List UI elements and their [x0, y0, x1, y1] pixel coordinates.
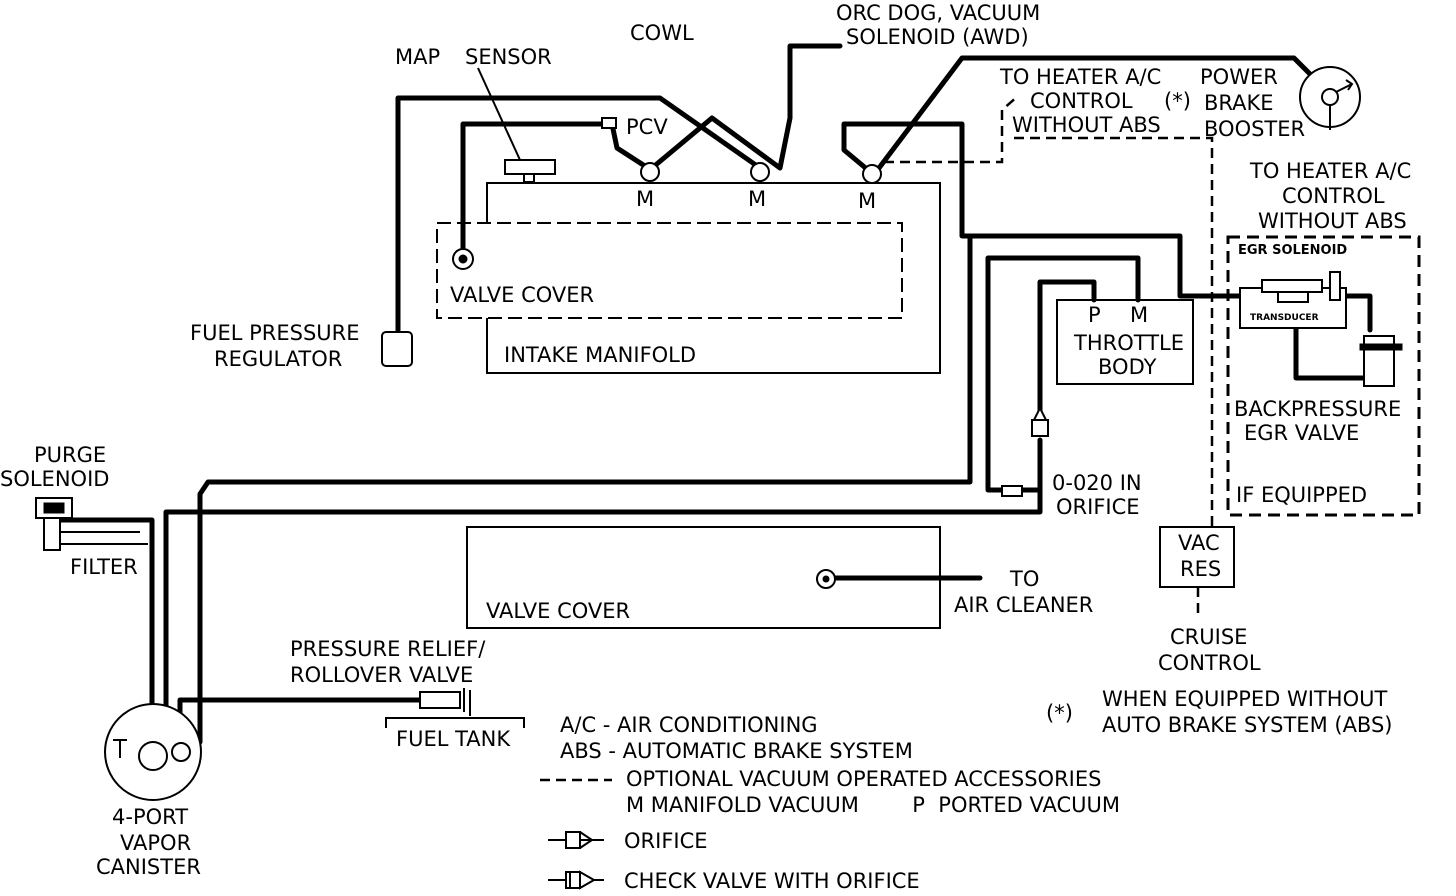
label-m-port-2: M [748, 187, 766, 211]
orifice-part [1001, 485, 1023, 497]
label-map-sensor-2: SENSOR [465, 45, 552, 69]
label-vac-res-2: RES [1180, 557, 1221, 581]
hose-purge-canister [57, 517, 155, 745]
label-valve-cover-top: VALVE COVER [450, 283, 594, 307]
label-to-heater-top-2: CONTROL [1030, 89, 1133, 113]
label-throttle-1: THROTTLE [1073, 331, 1184, 355]
legend-check-valve-icon [548, 870, 604, 890]
label-fuel-pressure-2: REGULATOR [214, 347, 342, 371]
legend-check-valve: CHECK VALVE WITH ORIFICE [624, 869, 920, 893]
rollover-valve-part [419, 691, 461, 709]
label-to-air-2: AIR CLEANER [954, 593, 1093, 617]
label-orc-dog-1: ORC DOG, VACUUM [836, 1, 1040, 25]
label-power-brake-2: BRAKE [1204, 91, 1274, 115]
label-intake-manifold: INTAKE MANIFOLD [504, 343, 696, 367]
label-relief-2: ROLLOVER VALVE [290, 663, 473, 687]
fuel-tank-line [385, 717, 525, 728]
label-cruise-2: CONTROL [1158, 651, 1261, 675]
hose-fuel-pressure-regulator [395, 95, 763, 335]
label-orifice-1: 0-020 IN [1052, 471, 1142, 495]
label-relief-1: PRESSURE RELIEF/ [290, 637, 486, 661]
hose-brake-booster [873, 55, 1319, 175]
map-sensor-leader [477, 67, 521, 161]
label-filter: FILTER [70, 555, 138, 579]
hose-purge-upper [197, 233, 973, 745]
label-to-heater-right-1: TO HEATER A/C [1249, 159, 1411, 183]
legend-vacuum-types: M MANIFOLD VACUUM P PORTED VACUUM [626, 793, 1120, 817]
legend-abs: ABS - AUTOMATIC BRAKE SYSTEM [560, 739, 913, 763]
label-star-top: (*) [1164, 89, 1191, 113]
label-orc-dog-2: SOLENOID (AWD) [846, 25, 1029, 49]
legend-dashed: OPTIONAL VACUUM OPERATED ACCESSORIES [626, 767, 1101, 791]
legend-orifice-icon [548, 831, 604, 849]
map-sensor-part [504, 159, 556, 175]
label-canister-3: CANISTER [96, 855, 201, 879]
hose-filter [60, 531, 148, 545]
label-to-heater-top-3: WITHOUT ABS [1012, 113, 1161, 137]
label-vac-res-1: VAC [1178, 531, 1220, 555]
check-valve-part [1031, 405, 1049, 437]
label-fuel-pressure-1: FUEL PRESSURE [190, 321, 360, 345]
legend-orifice: ORIFICE [624, 829, 708, 853]
m-port-3-icon [862, 164, 882, 184]
dashed-heater-top [884, 95, 1019, 164]
m-port-1-icon [640, 162, 660, 182]
label-to-heater-top-1: TO HEATER A/C [999, 65, 1161, 89]
hose-throttle-p [1037, 279, 1097, 423]
label-to-air-1: TO [1009, 567, 1039, 591]
label-backpressure-2: EGR VALVE [1244, 421, 1359, 445]
hose-egr-transducer [1293, 293, 1379, 381]
hose-pcv [609, 121, 651, 171]
m-port-2-icon [750, 162, 770, 182]
label-power-brake-3: BOOSTER [1204, 117, 1305, 141]
egr-dashed-box [1226, 235, 1421, 517]
legend-star-note-1: WHEN EQUIPPED WITHOUT [1102, 687, 1387, 711]
valve-cover-top-box [436, 222, 903, 319]
label-canister-1: 4-PORT [112, 805, 188, 829]
label-cowl: COWL [630, 21, 694, 45]
label-throttle-m: M [1130, 303, 1148, 327]
label-m-port-3: M [858, 189, 876, 213]
hose-map-sensor [460, 121, 613, 261]
hose-canister-rollover [177, 697, 423, 745]
pcv-valve-part [601, 117, 617, 129]
label-pcv: PCV [626, 115, 668, 139]
dashed-cruise [1014, 136, 1214, 618]
label-m-port-1: M [636, 187, 654, 211]
filter-part [43, 517, 61, 551]
label-if-equipped: IF EQUIPPED [1236, 483, 1367, 507]
label-orifice-2: ORIFICE [1056, 495, 1140, 519]
legend-ac: A/C - AIR CONDITIONING [560, 713, 818, 737]
hose-m3-loop [841, 121, 1265, 299]
label-valve-cover-bottom: VALVE COVER [486, 599, 630, 623]
hose-orc-dog [649, 43, 843, 171]
fuel-pressure-regulator-part [381, 331, 413, 367]
label-to-heater-right-2: CONTROL [1282, 184, 1385, 208]
label-throttle-p: P [1088, 303, 1101, 327]
label-backpressure-1: BACKPRESSURE [1234, 397, 1401, 421]
throttle-body-box [1056, 299, 1194, 385]
label-power-brake-1: POWER [1200, 65, 1278, 89]
label-fuel-tank: FUEL TANK [396, 727, 511, 751]
label-canister-2: VAPOR [120, 831, 191, 855]
label-purge-1: PURGE [34, 443, 106, 467]
label-cruise-1: CRUISE [1170, 625, 1247, 649]
hose-orifice-purge [163, 437, 1043, 745]
legend-star-note-2: AUTO BRAKE SYSTEM (ABS) [1102, 713, 1393, 737]
label-transducer: TRANSDUCER [1250, 313, 1319, 323]
label-to-heater-right-3: WITHOUT ABS [1258, 209, 1407, 233]
label-purge-2: SOLENOID [0, 467, 109, 491]
label-egr-solenoid: EGR SOLENOID [1238, 243, 1347, 258]
legend-star-mark: (*) [1046, 701, 1073, 725]
label-map-sensor-1: MAP [395, 45, 440, 69]
label-throttle-2: BODY [1098, 355, 1157, 379]
